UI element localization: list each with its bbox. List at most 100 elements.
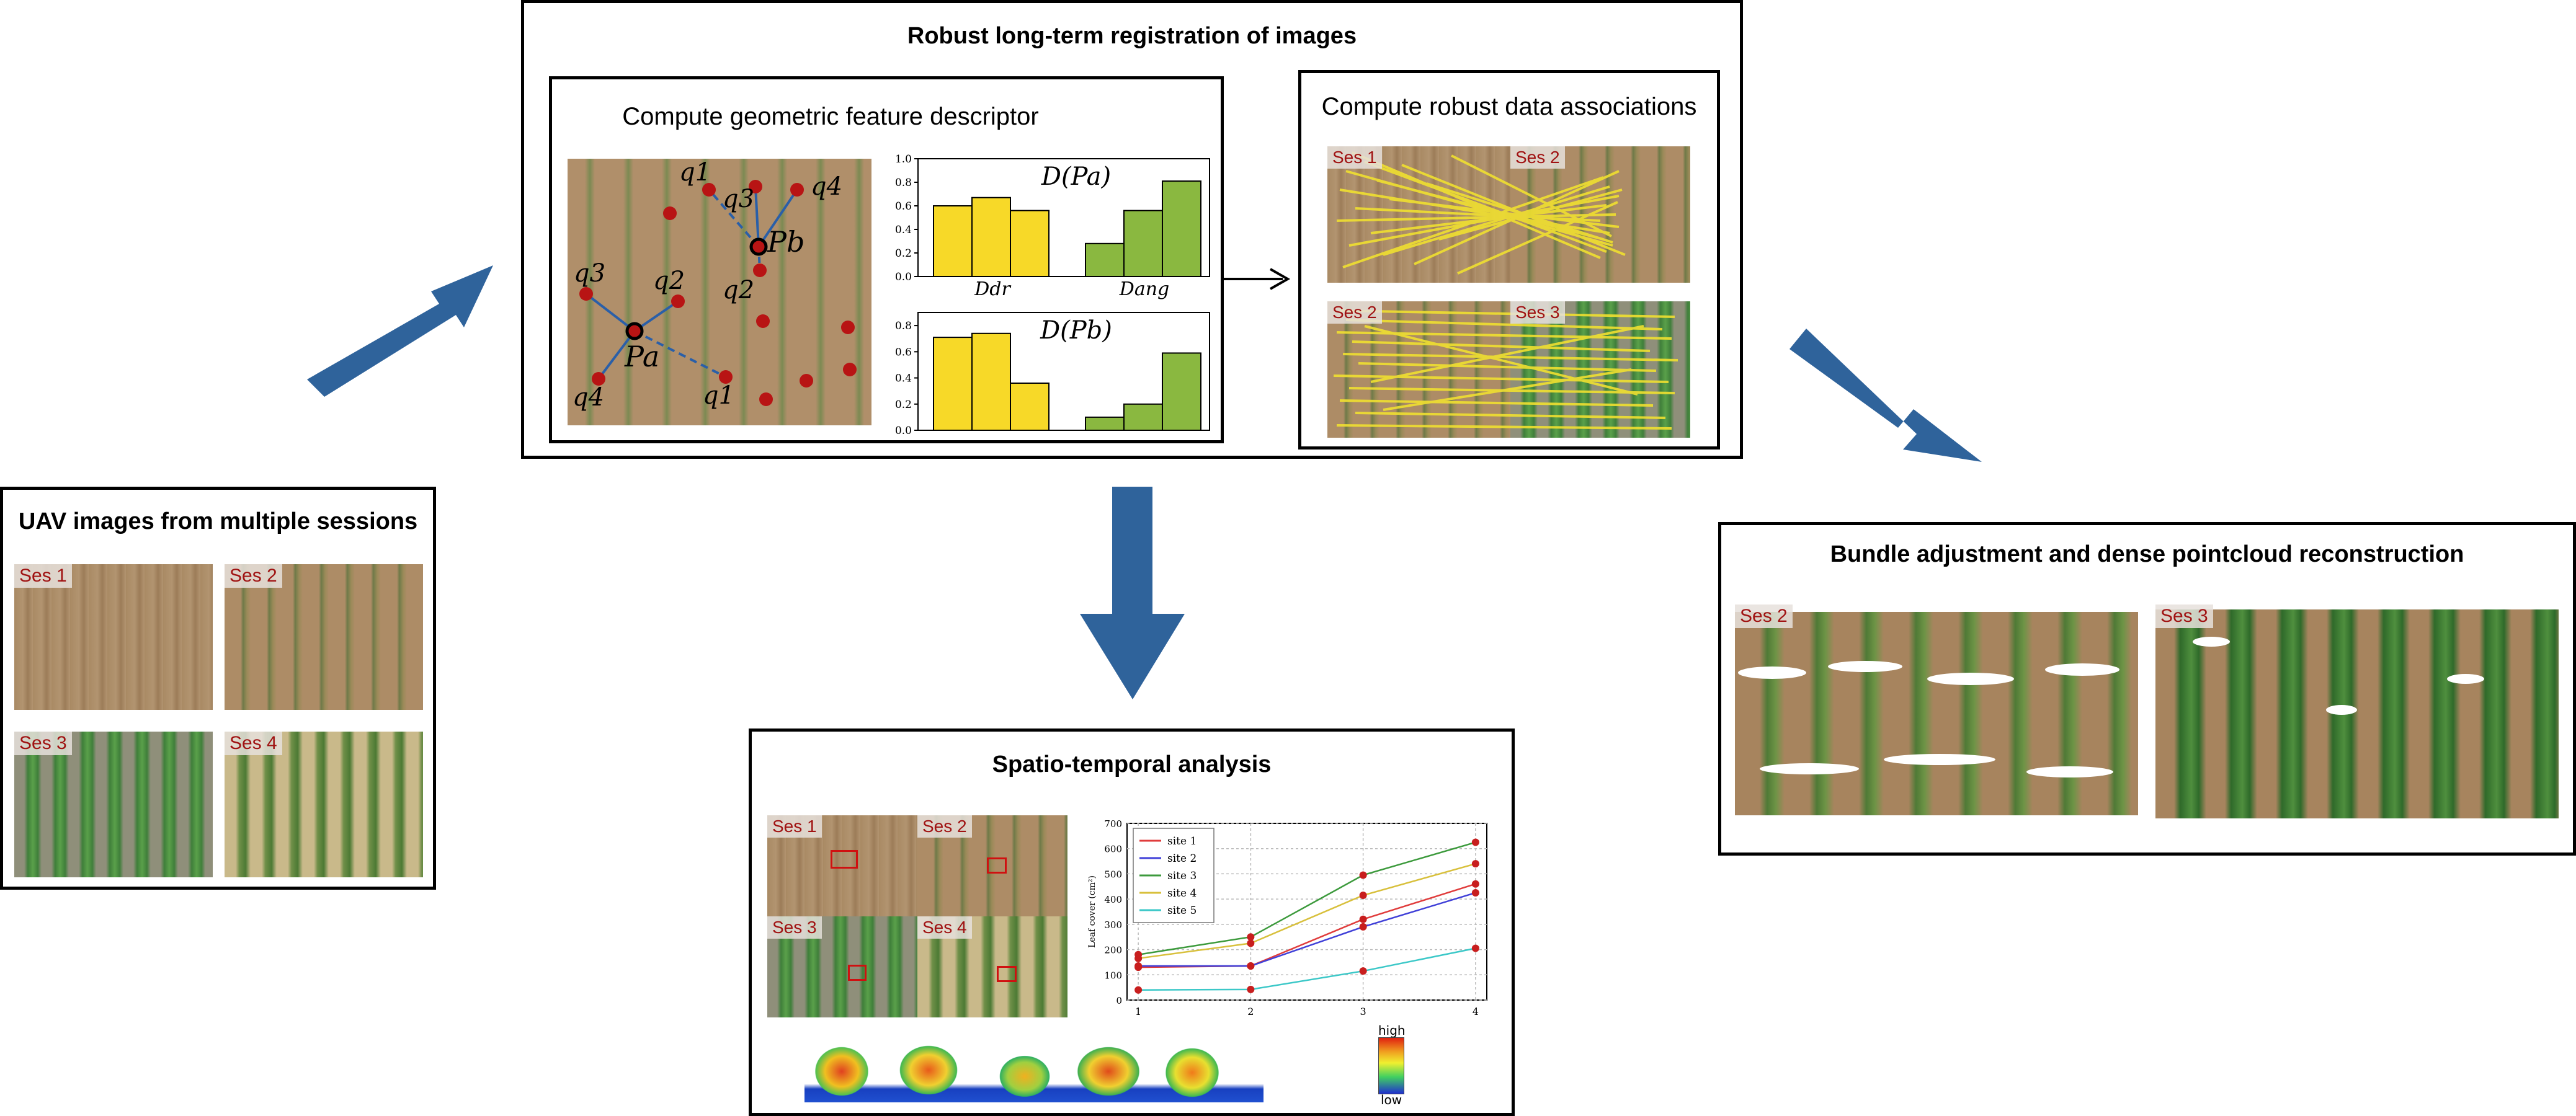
data-point xyxy=(1471,880,1479,888)
y-tick-label: 0.2 xyxy=(895,399,912,411)
y-tick-label: 0.0 xyxy=(895,271,912,283)
keypoint xyxy=(759,392,773,406)
analysis-tile-ses-3: Ses 3 xyxy=(767,916,917,1017)
keypoint xyxy=(749,180,762,193)
keypoint xyxy=(702,183,716,197)
label-pa: Pa xyxy=(624,340,659,373)
bundle-tile-ses-3: Ses 3 xyxy=(2155,604,2559,828)
data-point xyxy=(1359,892,1367,900)
data-point xyxy=(1359,967,1367,975)
registration-panel: Robust long-term registration of images … xyxy=(521,0,1743,459)
roi-box xyxy=(987,857,1007,874)
legend-entry: site 1 xyxy=(1167,835,1197,848)
edge xyxy=(708,188,760,248)
uav-images-panel: UAV images from multiple sessions Ses 1 … xyxy=(0,487,436,890)
session-label: Ses 3 xyxy=(767,916,822,939)
data-point xyxy=(1247,962,1255,970)
yellow-bar xyxy=(971,197,1011,277)
keypoint-pa xyxy=(625,322,644,340)
label-q1-top: q1 xyxy=(679,159,711,187)
analysis-tile-ses-2: Ses 2 xyxy=(917,815,1067,916)
keypoint xyxy=(663,206,677,220)
match-lines xyxy=(1333,309,1678,430)
y-tick-label: 0.8 xyxy=(895,177,912,189)
y-tick-label: 600 xyxy=(1104,844,1122,855)
label-q3-top: q3 xyxy=(723,185,754,213)
session-label: Ses 3 xyxy=(2155,604,2213,628)
y-tick-label: 300 xyxy=(1104,919,1122,931)
data-point xyxy=(1471,888,1479,897)
y-tick-label: 700 xyxy=(1104,818,1122,830)
data-point xyxy=(1471,860,1479,868)
x-tick-label: 1 xyxy=(1135,1006,1141,1017)
association-pair-1: Ses 1 Ses 2 xyxy=(1327,146,1690,283)
keypoint xyxy=(756,314,770,328)
uav-tile-ses-3: Ses 3 xyxy=(14,732,213,877)
bundle-panel-title: Bundle adjustment and dense pointcloud r… xyxy=(1830,541,2464,567)
data-point xyxy=(1359,871,1367,879)
keypoint xyxy=(671,294,685,308)
session-label: Ses 2 xyxy=(1735,604,1793,628)
data-point xyxy=(1247,933,1255,941)
session-label-left: Ses 2 xyxy=(1327,301,1382,324)
label-q2-bot: q2 xyxy=(653,267,685,295)
colorbar-high-label: high xyxy=(1378,1023,1406,1038)
descriptor-subpanel: Compute geometric feature descriptor xyxy=(549,76,1224,443)
legend-entry: site 4 xyxy=(1167,887,1197,900)
keypoint xyxy=(843,363,857,376)
histogram-x-label: Ddr xyxy=(974,278,1011,300)
series-line xyxy=(1138,862,1476,960)
edge xyxy=(585,293,636,332)
y-tick-label: 500 xyxy=(1104,869,1122,880)
data-point xyxy=(1247,985,1255,993)
y-tick-label: 0.2 xyxy=(895,247,912,260)
legend-entry: site 5 xyxy=(1167,905,1197,917)
label-pb: Pb xyxy=(767,225,804,259)
keypoint xyxy=(841,321,855,334)
uav-panel-title: UAV images from multiple sessions xyxy=(18,508,418,534)
yellow-bar xyxy=(1010,383,1050,431)
data-point xyxy=(1359,923,1367,931)
keypoint xyxy=(753,264,767,277)
label-q2-top: q2 xyxy=(723,276,754,304)
data-point xyxy=(1134,962,1143,970)
green-bar xyxy=(1162,352,1201,432)
data-point xyxy=(1134,954,1143,962)
legend-entry: site 3 xyxy=(1167,870,1197,882)
data-point xyxy=(1134,986,1143,994)
yellow-bar xyxy=(971,332,1011,431)
arrow-uav-to-registration xyxy=(307,265,493,397)
edge xyxy=(597,330,636,380)
data-point xyxy=(1471,944,1479,952)
edge xyxy=(754,186,760,247)
histogram-frame xyxy=(917,158,1210,277)
session-label: Ses 2 xyxy=(225,564,282,588)
descriptor-field-image: Pa Pb q3 q2 q4 q1 q1 q3 q4 q2 xyxy=(568,159,871,425)
histogram-frame xyxy=(917,312,1210,431)
registration-panel-title: Robust long-term registration of images xyxy=(907,23,1357,49)
data-point xyxy=(1471,838,1479,846)
bundle-tile-ses-2: Ses 2 xyxy=(1735,604,2138,828)
label-q4-top: q4 xyxy=(811,172,842,201)
data-point xyxy=(1247,939,1255,947)
session-label: Ses 1 xyxy=(767,815,822,838)
y-tick-label: 0 xyxy=(1116,995,1122,1006)
label-q1-bot: q1 xyxy=(703,381,734,410)
y-tick-label: 200 xyxy=(1104,945,1122,956)
colorbar-low-label: low xyxy=(1381,1092,1402,1107)
uav-tile-ses-2: Ses 2 xyxy=(225,564,423,710)
x-tick-label: 3 xyxy=(1360,1006,1366,1017)
y-tick-label: 0.0 xyxy=(895,425,912,437)
series-line xyxy=(1138,841,1476,955)
y-tick-label: 0.4 xyxy=(895,224,912,236)
descriptor-title: Compute geometric feature descriptor xyxy=(622,103,1039,130)
session-label: Ses 1 xyxy=(14,564,72,588)
keypoint xyxy=(579,287,593,301)
x-tick-label: 4 xyxy=(1473,1006,1479,1017)
y-tick-label: 0.6 xyxy=(895,346,912,358)
keypoint xyxy=(592,372,605,386)
